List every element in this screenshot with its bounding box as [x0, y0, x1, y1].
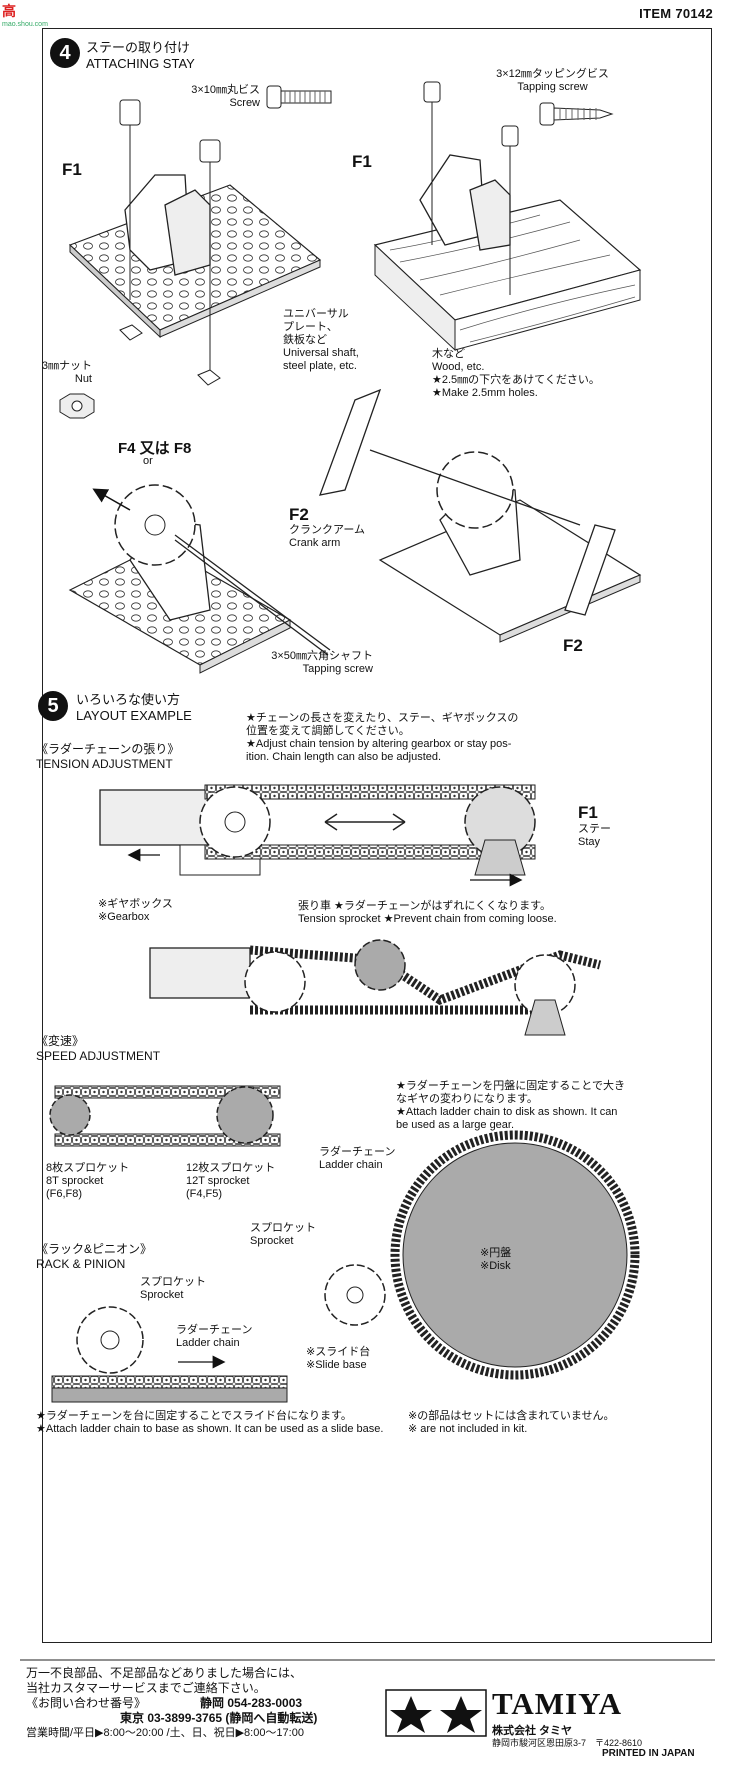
universal-plate-label: ユニバーサル プレート、 鉄板など Universal shaft, steel…: [283, 308, 359, 372]
f1-right-label: F1: [352, 152, 372, 171]
tension-sprocket-label: 張り車 ★ラダーチェーンがはずれにくくなります。 Tension sprocke…: [298, 900, 557, 925]
step-5-badge: 5: [38, 691, 68, 721]
crank-arm-drawing: [318, 388, 642, 643]
wood-block-drawing: [373, 81, 642, 352]
step-4-title: ステーの取り付け ATTACHING STAY: [86, 40, 195, 71]
f1-stay-label: F1: [578, 803, 598, 822]
tension-sprocket-drawing: [149, 939, 602, 1036]
tension-note: ★チェーンの長さを変えたり、ステー、ギヤボックスの 位置を変えて調節してください…: [246, 712, 519, 763]
f4-f8-label: F4 又は F8: [118, 440, 192, 457]
sprocket-12t-label: 12枚スプロケット 12T sprocket (F4,F5): [186, 1162, 276, 1200]
slide-base-label: ※スライド台 ※Slide base: [306, 1346, 371, 1371]
rack-pinion-drawing: [51, 1306, 288, 1403]
f1-left-label: F1: [62, 160, 82, 179]
company-address: 静岡市駿河区恩田原3-7 〒422-8610: [492, 1738, 643, 1748]
screw-label: 3×10㎜丸ビス Screw: [191, 84, 260, 109]
or-label: or: [143, 455, 153, 467]
rack-sprocket-label: スプロケット Sprocket: [140, 1276, 206, 1301]
ladder-chain-label: ラダーチェーン Ladder chain: [319, 1146, 396, 1171]
disk-label: ※円盤 ※Disk: [480, 1247, 512, 1272]
stay-label: ステー Stay: [578, 823, 611, 848]
site-logo: 高 mao.shou.com: [2, 3, 48, 28]
sprocket-on-plate-drawing: [68, 484, 331, 674]
item-number: ITEM 70142: [639, 6, 713, 21]
rack-pinion-title: 《ラック&ピニオン》 RACK & PINION: [36, 1242, 153, 1271]
gearbox-label: ※ギヤボックス ※Gearbox: [98, 898, 173, 923]
speed-adjustment-title: 《変速》 SPEED ADJUSTMENT: [36, 1034, 161, 1063]
printed-in-japan: PRINTED IN JAPAN: [602, 1748, 695, 1759]
support-notice: 万一不良部品、不足部品などありました場合には、 当社カスタマーサービスまでご連絡…: [26, 1666, 318, 1739]
screw-icon: [266, 85, 332, 109]
disk-note: ★ラダーチェーンを円盤に固定することで大きなギヤの変わりになります。 ★Atta…: [396, 1080, 625, 1131]
company-name: 株式会社 タミヤ: [492, 1725, 573, 1737]
disk-drawing: [324, 1130, 640, 1380]
instruction-frame: [42, 28, 712, 1643]
nut-label: 3㎜ナット Nut: [41, 360, 92, 385]
tension-adjustment-title: 《ラダーチェーンの張り》 TENSION ADJUSTMENT: [36, 742, 180, 771]
crank-arm-label: クランクアーム Crank arm: [289, 524, 366, 549]
universal-plate-drawing: [59, 99, 322, 419]
not-included-note: ※の部品はセットには含まれていません。 ※ are not included i…: [408, 1410, 615, 1435]
step-4-badge: 4: [50, 38, 80, 68]
speed-adjustment-drawing: [49, 1085, 281, 1147]
f2-left-label: F2: [289, 505, 309, 524]
tapping-screw-icon: [539, 102, 614, 126]
tamiya-brand: TAMIYA: [492, 1686, 623, 1721]
slide-base-note: ★ラダーチェーンを台に固定することでスライド台になります。 ★Attach la…: [36, 1410, 384, 1435]
sprocket-label: スプロケット Sprocket: [250, 1222, 316, 1247]
step-5-title: いろいろな使い方 LAYOUT EXAMPLE: [76, 692, 192, 723]
f2-right-label: F2: [563, 636, 583, 655]
tension-gearbox-drawing: [99, 784, 536, 887]
sprocket-8t-label: 8枚スプロケット 8T sprocket (F6,F8): [46, 1162, 130, 1200]
hex-shaft-label: 3×50㎜六角シャフト Tapping screw: [271, 650, 373, 675]
rack-ladder-chain-label: ラダーチェーン Ladder chain: [176, 1324, 253, 1349]
wood-label: 木など Wood, etc. ★2.5㎜の下穴をあけてください。 ★Make 2…: [432, 348, 600, 399]
tamiya-star-logo: [385, 1689, 487, 1737]
tapping-screw-label: 3×12㎜タッピングビス Tapping screw: [496, 68, 609, 93]
